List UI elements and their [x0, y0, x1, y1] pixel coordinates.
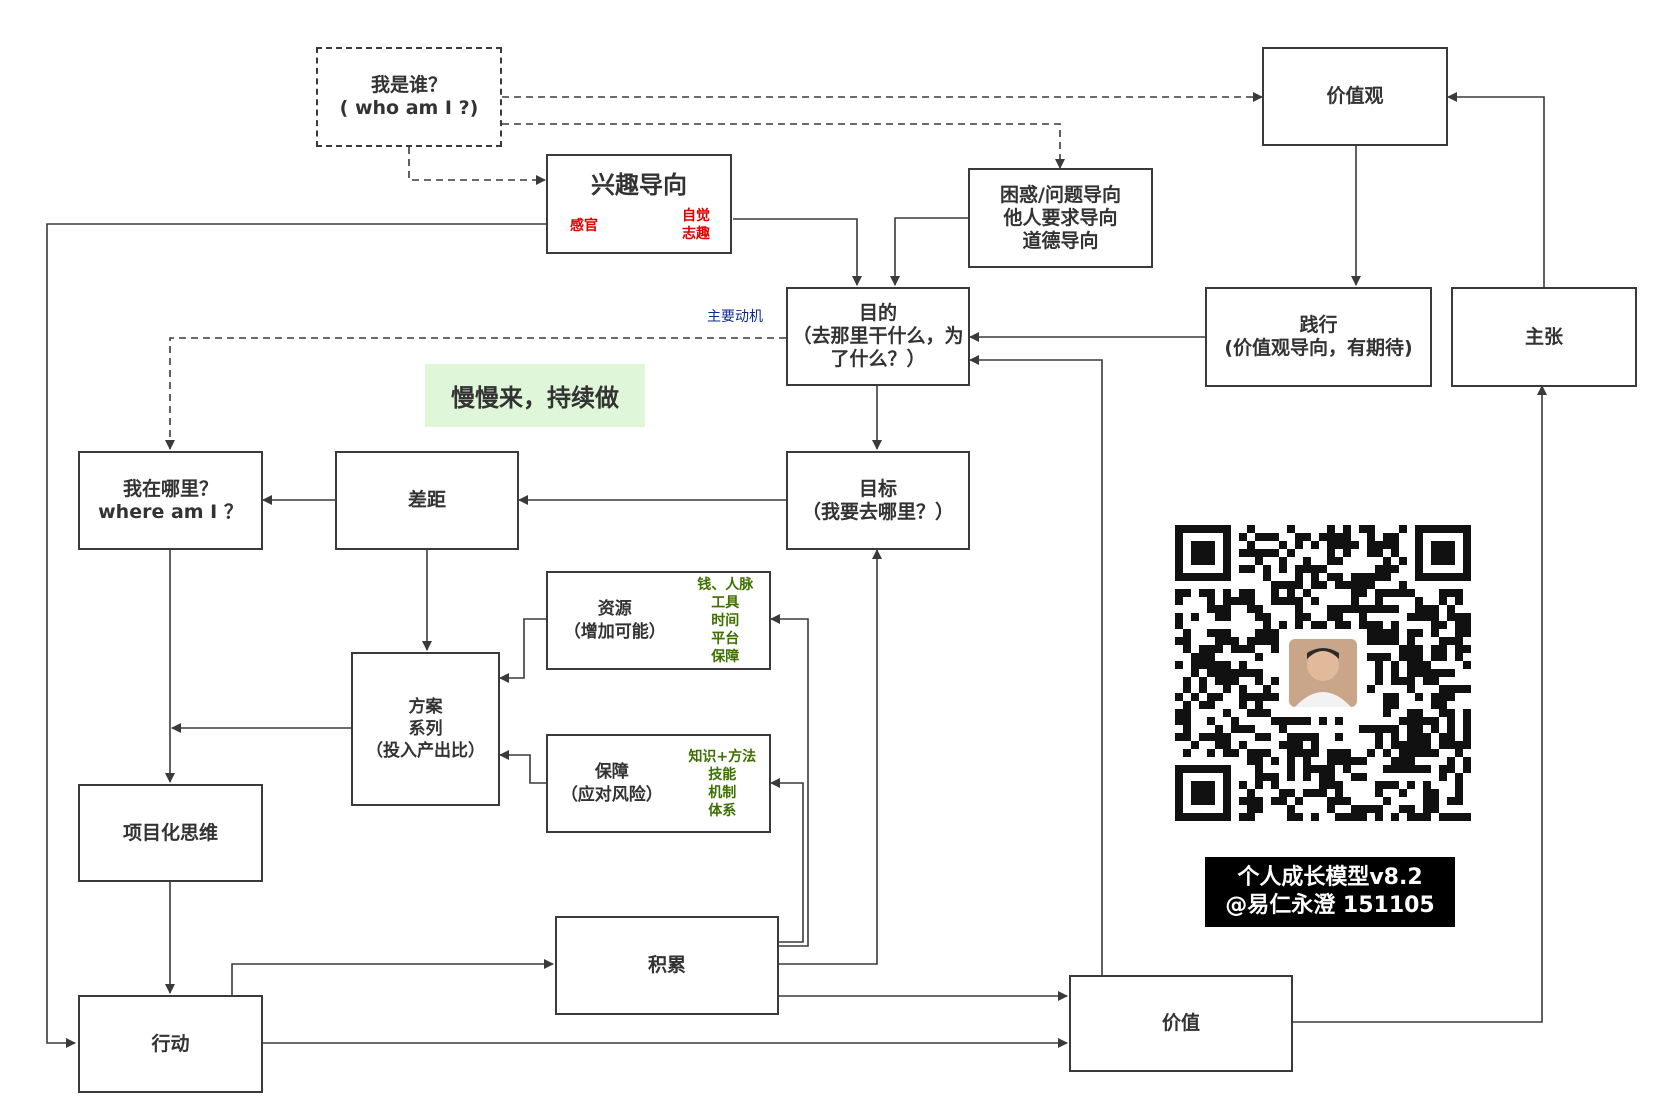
action-label: 行动 [151, 1032, 190, 1055]
target-line-2: （我要去哪里？） [801, 500, 954, 523]
arrow-interest-to-purpose [733, 218, 862, 286]
safeguard-title-line-2: （应对风险） [560, 784, 663, 805]
where-am-i-line-2: where am I ？ [98, 500, 243, 523]
version-author: @易仁永澄 151105 [1225, 893, 1435, 918]
qr-code-module [1191, 781, 1215, 805]
value-box: 价值 [1069, 975, 1293, 1072]
arrow-confusion-to-purpose [890, 217, 968, 286]
arrow-value-to-claim [1293, 385, 1547, 1023]
plan-line-1: 方案 [408, 697, 443, 717]
arrow-whoami-to-confusion [502, 123, 1065, 169]
interest-title: 兴趣导向 [591, 171, 687, 199]
arrow-accumulate-to-target [779, 549, 882, 965]
resources-item: 保障 [711, 648, 740, 665]
interest-aspiration-label: 志趣 [682, 226, 710, 242]
resources-title-line-1: 资源 [597, 598, 632, 619]
safeguard-items: 知识+方法 技能 机制 体系 [688, 748, 756, 820]
practice-line-2: (价值观导向，有期待) [1224, 337, 1413, 359]
project-thinking-label: 项目化思维 [122, 821, 218, 844]
who-am-i-line-2: ( who am I ?) [339, 97, 479, 119]
safeguard-item: 知识+方法 [688, 748, 757, 765]
confusion-box: 困惑/问题导向 他人要求导向 道德导向 [968, 168, 1153, 268]
qr-code-module [1295, 692, 1351, 707]
safeguard-item: 体系 [708, 802, 737, 819]
resources-item: 工具 [711, 594, 740, 611]
arrow-value-to-purpose [969, 355, 1103, 975]
slogan-banner: 慢慢来，持续做 [425, 364, 645, 427]
interest-self-label: 自觉 [682, 208, 710, 224]
where-am-i-line-1: 我在哪里？ [122, 477, 218, 500]
arrow-action-to-accumulate [231, 959, 554, 995]
version-title: 个人成长模型v8.2 [1237, 865, 1423, 890]
value-label: 价值 [1161, 1012, 1200, 1034]
qr-code-image [1175, 525, 1471, 821]
gap-box: 差距 [335, 451, 519, 550]
purpose-box: 目的 （去那里干什么，为 了什么？） [786, 287, 970, 386]
plan-line-3: （投入产出比） [366, 741, 485, 761]
safeguard-item: 机制 [708, 784, 737, 801]
accumulate-box: 积累 [555, 916, 779, 1015]
arrow-safeguard-to-plan [499, 750, 546, 784]
resources-item: 时间 [711, 612, 740, 629]
accumulate-label: 积累 [647, 954, 686, 976]
gap-label: 差距 [407, 489, 446, 511]
plan-box: 方案 系列 （投入产出比） [351, 652, 500, 806]
confusion-line-2: 他人要求导向 [1003, 206, 1118, 229]
arrow-accumulate-to-safeguard [770, 778, 804, 943]
qr-code-module [1307, 649, 1339, 681]
target-line-1: 目标 [858, 477, 897, 500]
resources-item: 平台 [711, 630, 740, 647]
who-am-i-box: 我是谁？ ( who am I ?) [316, 47, 502, 147]
resources-title-line-2: （增加可能） [563, 621, 666, 642]
practice-box: 践行 (价值观导向，有期待) [1205, 287, 1432, 387]
plan-line-2: 系列 [408, 719, 443, 739]
who-am-i-line-1: 我是谁？ [370, 74, 447, 96]
interest-sense-label: 感官 [570, 218, 598, 234]
safeguard-title: 保障 （应对风险） [561, 761, 663, 807]
arrow-claim-to-values [1447, 92, 1545, 287]
resources-title: 资源 （增加可能） [564, 598, 666, 644]
qr-code-module [1431, 541, 1455, 565]
where-am-i-box: 我在哪里？ where am I ？ [78, 451, 263, 550]
qr-code-module [1307, 648, 1339, 659]
purpose-line-2: （去那里干什么，为 [792, 325, 964, 347]
project-thinking-box: 项目化思维 [78, 784, 263, 882]
safeguard-box: 保障 （应对风险） 知识+方法 技能 机制 体系 [546, 734, 771, 833]
interest-box: 兴趣导向 感官 自觉 志趣 [546, 154, 732, 254]
purpose-line-3: 了什么？） [830, 348, 926, 370]
arrow-purpose-to-whereami [165, 337, 786, 450]
arrow-resources-to-plan [499, 618, 546, 683]
main-motive-label: 主要动机 [707, 309, 763, 325]
resources-items: 钱、人脉 工具 时间 平台 保障 [697, 576, 753, 666]
confusion-line-1: 困惑/问题导向 [1000, 183, 1121, 206]
action-box: 行动 [78, 995, 263, 1093]
purpose-line-1: 目的 [858, 302, 897, 324]
arrow-whoami-to-interest [408, 147, 546, 185]
confusion-line-3: 道德导向 [1022, 229, 1099, 252]
arrow-accumulate-to-resources [770, 614, 809, 947]
version-badge: 个人成长模型v8.2 @易仁永澄 151105 [1205, 857, 1455, 927]
values-label: 价值观 [1326, 85, 1384, 107]
resources-box: 资源 （增加可能） 钱、人脉 工具 时间 平台 保障 [546, 571, 771, 670]
safeguard-item: 技能 [708, 766, 737, 783]
values-box: 价值观 [1262, 47, 1448, 146]
target-box: 目标 （我要去哪里？） [786, 451, 970, 550]
safeguard-title-line-1: 保障 [594, 761, 629, 782]
claim-box: 主张 [1451, 287, 1637, 387]
practice-line-1: 践行 [1299, 314, 1338, 336]
qr-code-module [1191, 541, 1215, 565]
arrow-interest-to-action [46, 223, 546, 1048]
resources-item: 钱、人脉 [697, 576, 754, 593]
claim-label: 主张 [1524, 325, 1563, 348]
qr-code-module [1175, 525, 1471, 821]
